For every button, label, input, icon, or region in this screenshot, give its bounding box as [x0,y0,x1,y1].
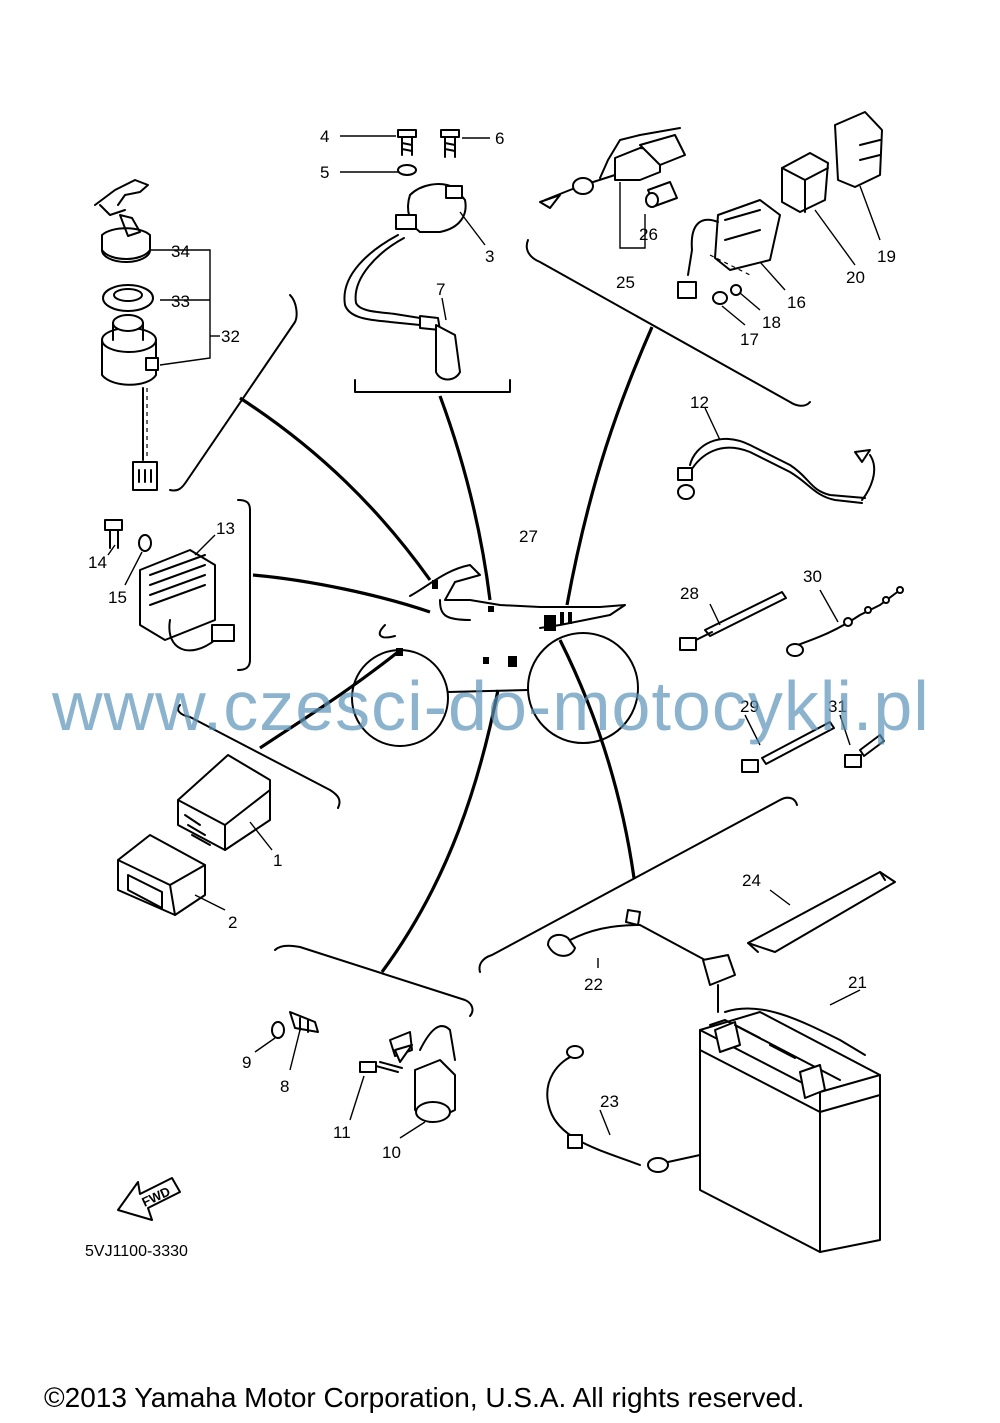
callout-11: 11 [333,1123,351,1142]
callout-28: 28 [680,584,699,603]
group-brackets [169,239,811,1017]
callout-2: 2 [228,913,237,932]
relay-starter-assembly [539,111,883,326]
callout-23: 23 [600,1092,619,1111]
callout-33: 33 [171,292,190,311]
battery-assembly [546,871,896,1253]
ignition-coil-assembly [340,129,490,381]
callout-17: 17 [740,330,759,349]
callout-6: 6 [495,129,504,148]
copyright-notice: ©2013 Yamaha Motor Corporation, U.S.A. A… [44,1382,804,1413]
callout-25: 25 [616,273,635,292]
callout-29: 29 [740,697,759,716]
callout-12: 12 [690,393,709,412]
cdi-unit [117,754,273,916]
callout-34: 34 [171,242,190,261]
leader-lines [239,326,654,973]
callout-21: 21 [848,973,867,992]
callout-labels: 1 2 3 4 5 6 7 8 9 10 11 12 13 14 15 16 1… [88,127,896,1162]
callout-24: 24 [742,871,761,890]
watermark-url: www.czesci-do-motocykli.pl [51,667,930,745]
callout-19: 19 [877,247,896,266]
callout-32: 32 [221,327,240,346]
callout-18: 18 [762,313,781,332]
callout-5: 5 [320,163,329,182]
callout-1: 1 [273,851,282,870]
fwd-label: FWD [139,1184,172,1210]
main-switch-assembly [94,179,220,491]
callout-7: 7 [436,280,445,299]
callout-30: 30 [803,567,822,586]
callout-4: 4 [320,127,329,146]
rectifier-regulator [104,519,235,652]
neutral-switch-assembly [254,1011,456,1139]
callout-9: 9 [242,1053,251,1072]
callout-15: 15 [108,588,127,607]
cable-bands [679,586,904,773]
callout-14: 14 [88,553,107,572]
callout-3: 3 [485,247,494,266]
callout-26: 26 [639,225,658,244]
callout-8: 8 [280,1077,289,1096]
callout-13: 13 [216,519,235,538]
callout-31: 31 [828,697,847,716]
callout-27: 27 [519,527,538,546]
callout-20: 20 [846,268,865,287]
forward-arrow-icon: FWD [117,1177,181,1221]
callout-10: 10 [382,1143,401,1162]
lead-wire-12 [677,407,876,504]
callout-16: 16 [787,293,806,312]
diagram-code: 5VJ1100-3330 [85,1243,188,1260]
callout-22: 22 [584,975,603,994]
frame-harness [351,564,639,747]
